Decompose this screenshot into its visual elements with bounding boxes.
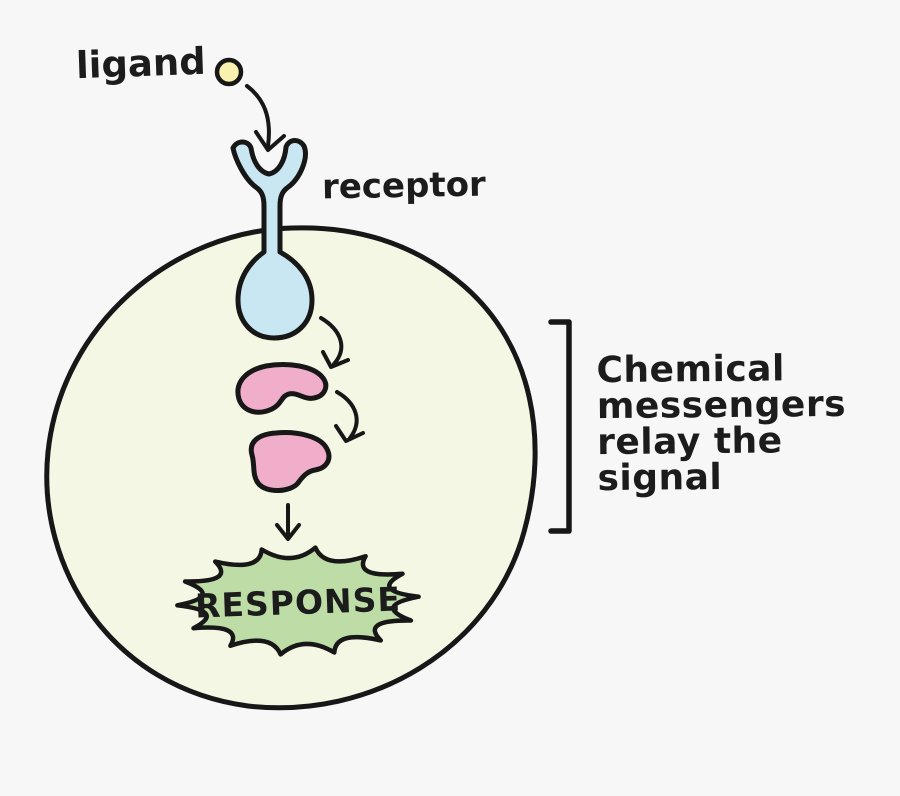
bracket: [548, 319, 572, 534]
messenger-blob-1: [235, 362, 329, 415]
response-arrowhead: [275, 523, 301, 541]
messenger-blob-2: [248, 430, 332, 493]
signal-arrow-2: [335, 390, 359, 440]
ligand-arrow: [245, 84, 271, 148]
annotation-line: messengers: [596, 383, 847, 428]
receptor-label: receptor: [321, 164, 487, 208]
annotation-line: relay the: [596, 420, 783, 464]
signal-arrowhead-2: [334, 424, 365, 443]
receptor-shape: [230, 138, 315, 341]
annotation-line: signal: [597, 456, 723, 500]
response-label: RESPONSE: [194, 579, 402, 626]
response-burst: [175, 545, 421, 657]
signal-arrowhead-1: [321, 350, 350, 369]
ligand-circle: [214, 57, 244, 87]
annotation-label: Chemical messengers relay the signal: [596, 348, 847, 500]
ligand-arrowhead: [254, 130, 286, 152]
ligand-label: ligand: [75, 39, 207, 88]
signal-arrow-1: [319, 316, 344, 366]
